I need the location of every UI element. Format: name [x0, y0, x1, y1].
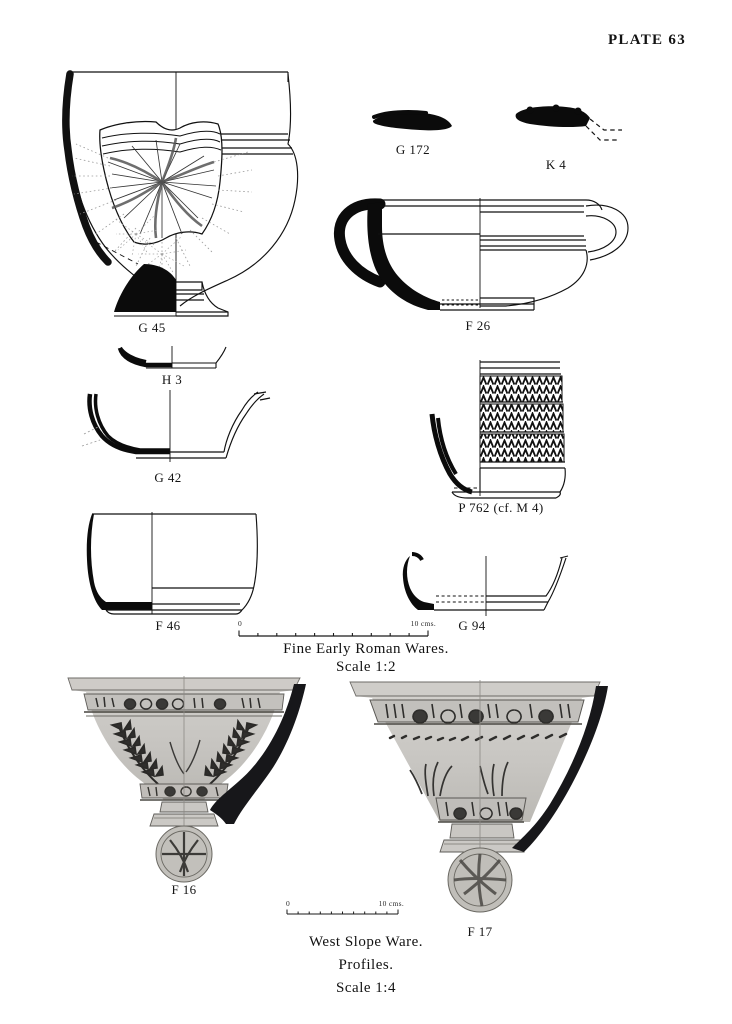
figure-label-p762: P 762 (cf. M 4) [458, 500, 544, 515]
figure-label-f16: F 16 [171, 882, 197, 897]
scale-bar-top-end: 10 cms. [410, 619, 436, 628]
figure-f17-drawing [349, 680, 608, 913]
figure-f26-drawing [333, 198, 629, 311]
figure-label-g42: G 42 [154, 470, 182, 485]
scale-bar-bottom-end: 10 cms. [378, 899, 404, 908]
scale-bar-top: 0 10 cms. [238, 619, 436, 638]
caption-lower-line1: West Slope Ware. [308, 934, 424, 950]
figure-f16-drawing [67, 676, 306, 883]
figure-k4-drawing [515, 104, 622, 141]
figure-label-g45: G 45 [138, 320, 166, 335]
figure-label-h3: H 3 [161, 372, 183, 387]
figure-label-k4: K 4 [545, 157, 567, 172]
caption-upper-line1: Fine Early Roman Wares. [283, 641, 449, 657]
figure-label-g172: G 172 [395, 142, 431, 157]
scale-bar-bottom: 0 10 cms. [286, 899, 404, 916]
figure-label-f17: F 17 [467, 924, 493, 939]
caption-upper-line2: Scale 1:2 [336, 659, 396, 675]
figure-g94-drawing [402, 552, 569, 616]
scale-bar-bottom-start: 0 [286, 899, 291, 908]
plate-title: PLATE 63 [607, 32, 686, 48]
figure-g42-drawing [81, 390, 271, 462]
figure-label-f46: F 46 [155, 618, 181, 633]
figure-label-f26: F 26 [465, 318, 491, 333]
scale-bar-top-start: 0 [238, 619, 243, 628]
figure-h3-drawing [117, 346, 227, 369]
caption-lower-line3: Scale 1:4 [336, 980, 396, 996]
figure-p762-drawing [429, 360, 566, 499]
figure-f46-drawing [86, 512, 258, 615]
figure-label-g94: G 94 [458, 618, 486, 633]
caption-lower-line2: Profiles. [338, 957, 394, 973]
figure-g45-drawing [62, 70, 299, 317]
figure-g172-drawing [372, 110, 452, 131]
